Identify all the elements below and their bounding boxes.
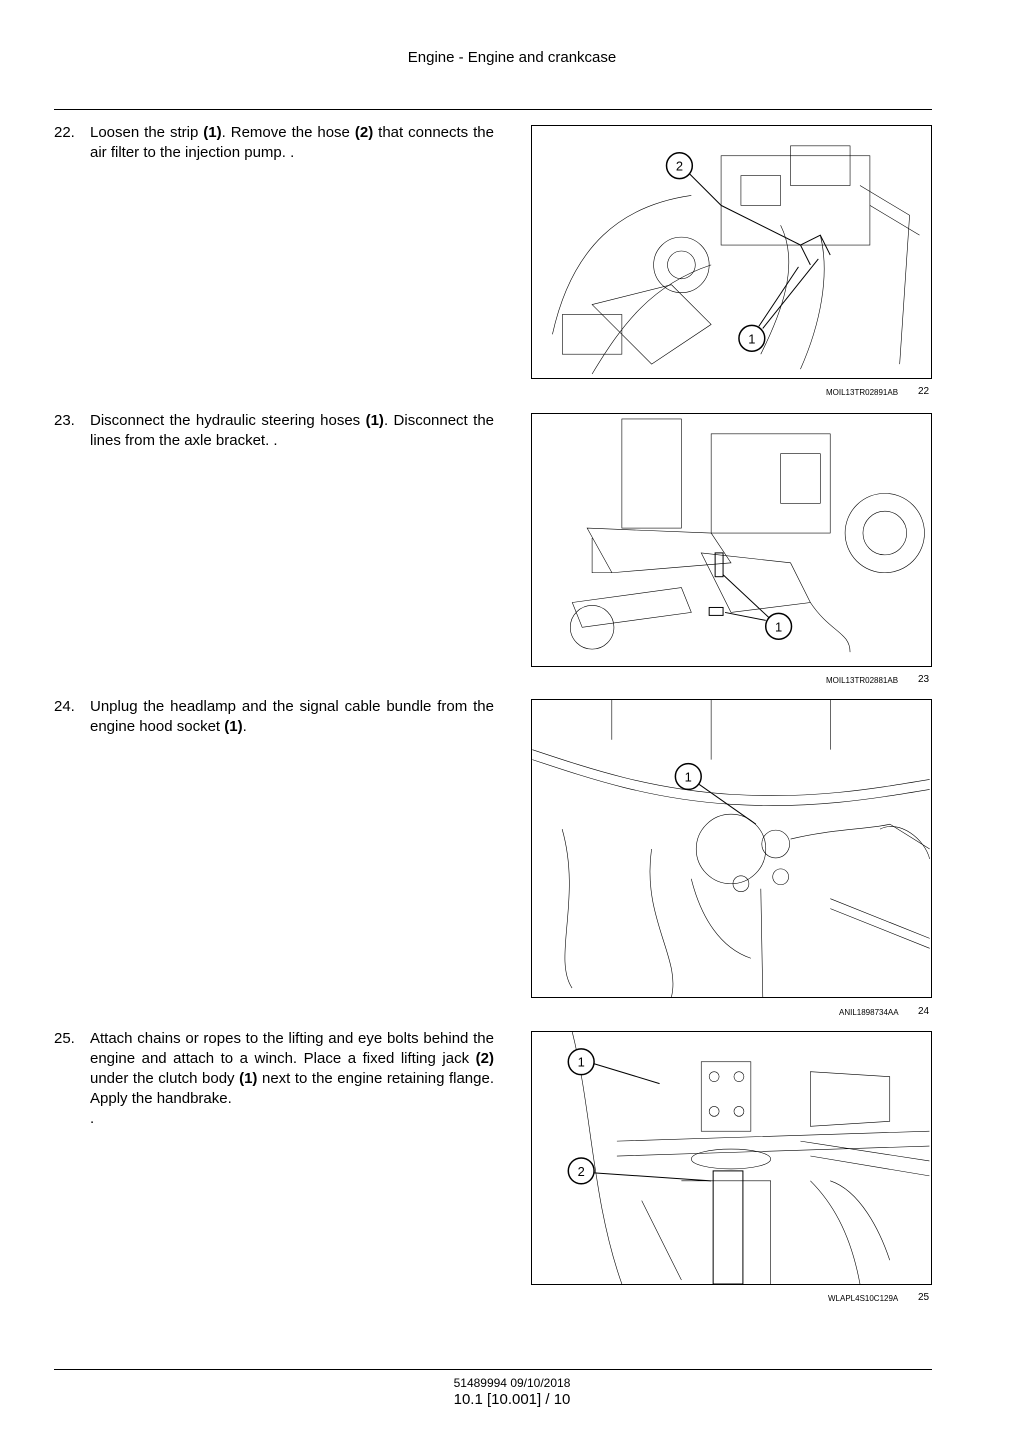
footer-doc-code: 51489994 09/10/2018 xyxy=(453,1376,571,1390)
callout-ref: (1) xyxy=(224,718,243,735)
callout-2: 2 xyxy=(665,152,694,180)
figure-number: 25 xyxy=(918,1292,930,1303)
text-run: that connects the air filter to the inje… xyxy=(90,124,494,161)
figure-number: 24 xyxy=(918,1006,930,1017)
text-run: . Disconnect the lines from the axle bra… xyxy=(90,412,495,449)
step-25: 25. Attach chains or ropes to the liftin… xyxy=(54,1029,494,1129)
callout-ref: (2) xyxy=(475,1050,494,1067)
text-run: next to the engine retaining flange. App… xyxy=(90,1070,494,1107)
text-run: Disconnect the hydraulic steering hoses xyxy=(90,412,366,429)
header-rule xyxy=(54,109,932,110)
text-run: Loosen the strip xyxy=(90,124,204,141)
callout-ref: (1) xyxy=(365,412,384,429)
callout-ref: (2) xyxy=(354,124,374,141)
figure-23-image: 1 xyxy=(531,413,932,667)
headlamp-socket-illustration: 1 xyxy=(532,700,930,997)
figure-code: WLAPL4S10C129A xyxy=(828,1294,899,1303)
step-24: 24. Unplug the headlamp and the signal c… xyxy=(54,697,494,737)
footer-rule xyxy=(54,1369,932,1370)
step-number: 24. xyxy=(54,698,75,715)
callout-ref: (1) xyxy=(203,124,222,141)
text-run: Unplug the headlamp and the signal cable… xyxy=(90,698,494,735)
svg-text:1: 1 xyxy=(748,331,755,346)
step-text: Loosen the strip (1). Remove the hose (2… xyxy=(90,123,494,163)
step-23: 23. Disconnect the hydraulic steering ho… xyxy=(54,411,494,451)
callout-ref: (1) xyxy=(239,1070,258,1087)
text-run: . xyxy=(90,1110,95,1127)
callout-1: 1 xyxy=(674,762,702,791)
svg-text:2: 2 xyxy=(578,1164,585,1179)
step-text: Attach chains or ropes to the lifting an… xyxy=(90,1029,494,1129)
step-number: 25. xyxy=(54,1030,75,1047)
page-header-title: Engine - Engine and crankcase xyxy=(407,49,617,66)
step-number: 22. xyxy=(54,124,75,141)
svg-text:1: 1 xyxy=(685,769,692,784)
figure-number: 22 xyxy=(918,386,930,397)
step-number: 23. xyxy=(54,412,75,429)
svg-text:2: 2 xyxy=(676,159,683,174)
text-run: under the clutch body xyxy=(90,1070,240,1087)
callout-2: 2 xyxy=(567,1157,595,1185)
step-text: Unplug the headlamp and the signal cable… xyxy=(90,697,494,737)
step-text: Disconnect the hydraulic steering hoses … xyxy=(90,411,494,451)
figure-code: ANIL1898734AA xyxy=(839,1008,899,1017)
text-run: . Remove the hose xyxy=(221,124,355,141)
figure-code: MOIL13TR02891AB xyxy=(826,388,899,397)
steering-illustration: 1 xyxy=(569,418,925,653)
figure-24-image: 1 xyxy=(531,699,932,998)
callout-1: 1 xyxy=(738,324,766,352)
callout-1: 1 xyxy=(567,1048,595,1076)
callout-1: 1 xyxy=(764,612,793,640)
text-run: . xyxy=(242,718,247,735)
lifting-jack-illustration: 1 2 xyxy=(567,1032,930,1284)
figure-25-image: 1 2 xyxy=(531,1031,932,1285)
engine-illustration: 2 1 xyxy=(552,145,920,375)
svg-text:1: 1 xyxy=(775,619,782,634)
footer-page-number: 10.1 [10.001] / 10 xyxy=(453,1391,571,1408)
figure-22-image: 2 1 xyxy=(531,125,932,379)
figure-code: MOIL13TR02881AB xyxy=(826,676,899,685)
step-22: 22. Loosen the strip (1). Remove the hos… xyxy=(54,123,494,163)
figure-number: 23 xyxy=(918,674,930,685)
text-run: Attach chains or ropes to the lifting an… xyxy=(90,1030,494,1067)
svg-text:1: 1 xyxy=(578,1055,585,1070)
